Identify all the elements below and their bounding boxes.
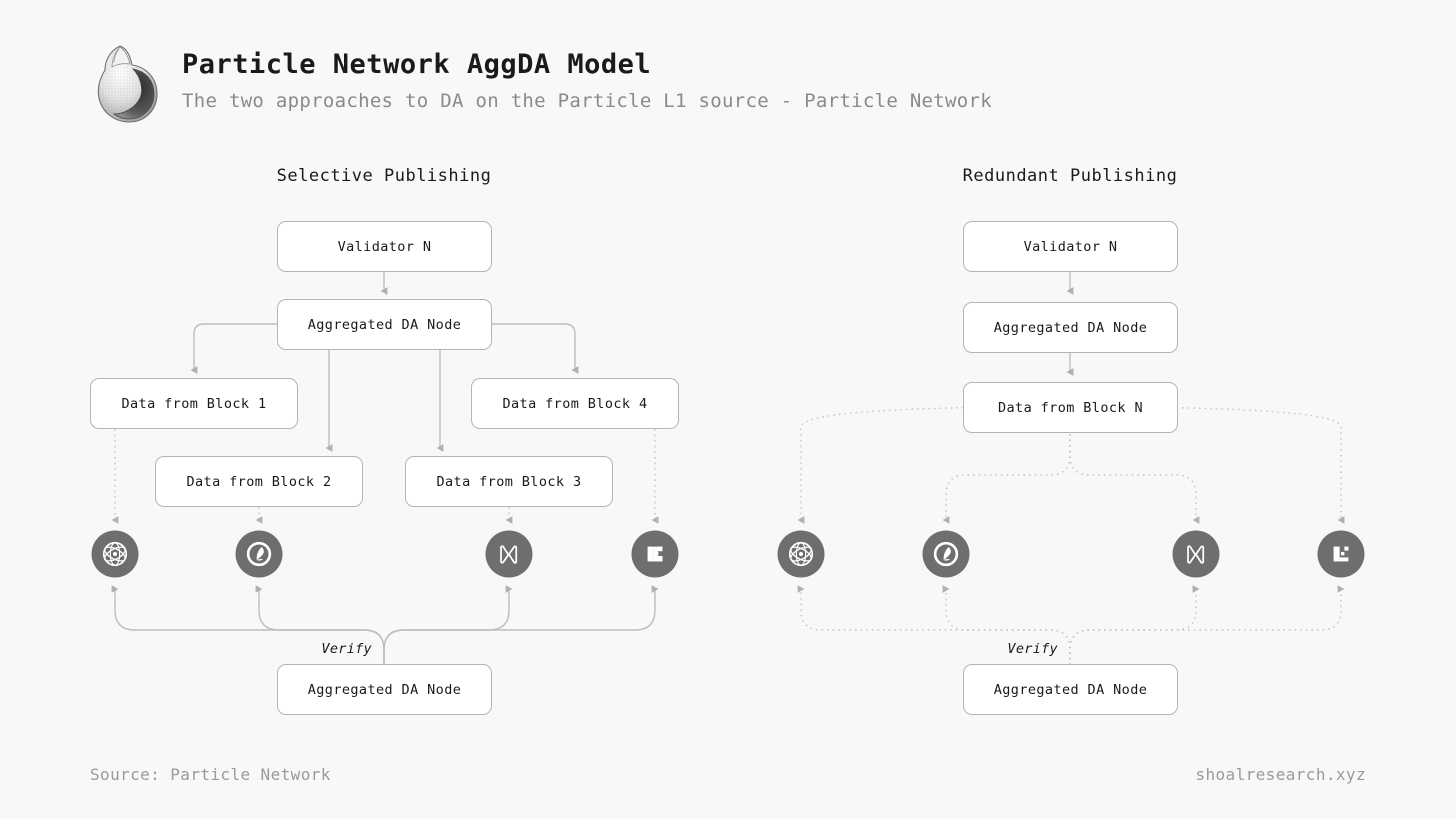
redundant-dotted-publish-lines — [797, 406, 1345, 665]
column-title-selective: Selective Publishing — [276, 166, 492, 186]
column-title-redundant: Redundant Publishing — [962, 166, 1178, 186]
celestia-glyph — [102, 541, 128, 567]
arweave-glyph — [933, 541, 959, 567]
page-title: Particle Network AggDA Model — [182, 49, 652, 80]
selective-block-4[interactable]: Data from Block 4 — [471, 378, 679, 429]
near-glyph — [1187, 545, 1205, 564]
redundant-validator-node[interactable]: Validator N — [963, 221, 1178, 272]
redundant-aggregated-da-node-bottom[interactable]: Aggregated DA Node — [963, 664, 1178, 715]
near-icon[interactable] — [485, 530, 533, 578]
selective-verify-label: Verify — [315, 641, 378, 657]
arweave-icon[interactable] — [922, 530, 970, 578]
footer-site: shoalresearch.xyz — [1195, 765, 1366, 784]
selective-dotted-publish-lines — [111, 429, 659, 524]
selective-block-2[interactable]: Data from Block 2 — [155, 456, 363, 507]
selective-aggregated-da-node-bottom[interactable]: Aggregated DA Node — [277, 664, 492, 715]
eigenda-icon[interactable] — [1317, 530, 1365, 578]
selective-block-1[interactable]: Data from Block 1 — [90, 378, 298, 429]
eigenda-glyph — [647, 546, 663, 562]
page-header: Particle Network AggDA Model The two app… — [90, 40, 992, 126]
celestia-icon[interactable] — [777, 530, 825, 578]
redundant-verify-label: Verify — [1001, 641, 1064, 657]
selective-aggregated-da-node-top[interactable]: Aggregated DA Node — [277, 299, 492, 350]
selective-solid-connectors — [190, 272, 579, 452]
eigenda-glyph — [1333, 546, 1349, 562]
selective-validator-node[interactable]: Validator N — [277, 221, 492, 272]
near-icon[interactable] — [1172, 530, 1220, 578]
celestia-icon[interactable] — [91, 530, 139, 578]
redundant-aggregated-da-node-top[interactable]: Aggregated DA Node — [963, 302, 1178, 353]
near-glyph — [500, 545, 518, 564]
eigenda-icon[interactable] — [631, 530, 679, 578]
shell-logo — [97, 45, 158, 123]
selective-block-3[interactable]: Data from Block 3 — [405, 456, 613, 507]
footer-source: Source: Particle Network — [90, 765, 331, 784]
arweave-glyph — [246, 541, 272, 567]
redundant-block-n[interactable]: Data from Block N — [963, 382, 1178, 433]
celestia-glyph — [788, 541, 814, 567]
selective-verify-connectors — [111, 585, 659, 665]
page-subtitle: The two approaches to DA on the Particle… — [182, 89, 992, 112]
arweave-icon[interactable] — [235, 530, 283, 578]
